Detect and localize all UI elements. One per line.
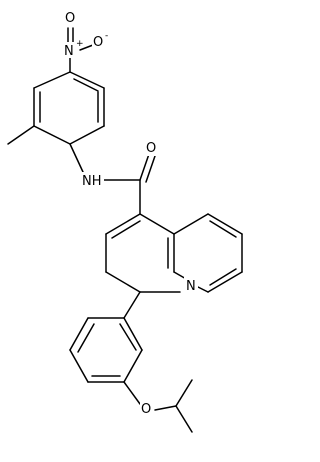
bond-carbonyl-o: [139, 153, 150, 181]
atom-n-quinoline: N: [186, 279, 196, 294]
atom-n-nitro: N: [64, 44, 74, 59]
charge-plus: +: [76, 39, 84, 49]
bonds: [7, 27, 243, 433]
bond-ring1-c: [33, 125, 71, 145]
bond-ring1-f: [69, 71, 105, 89]
label-bg-o-ether: [140, 400, 154, 416]
bond-o-ch: [154, 405, 177, 411]
bond-benzo-1: [173, 213, 209, 235]
label-bg-o-right: [92, 34, 106, 50]
label-bg-o-carbonyl: [145, 140, 159, 156]
bond-ring3-e: [123, 349, 143, 383]
charge-minus: -: [105, 31, 108, 41]
bond-ring1-f-double: [73, 78, 99, 92]
bond-ring1-d: [69, 125, 105, 145]
molecule-structure: N + O O - NH O N O: [7, 10, 243, 433]
bond-methyl: [7, 125, 35, 145]
bond-q-7-double: [111, 220, 141, 239]
label-bg-n-nitro: [62, 42, 78, 58]
bond-q-7: [105, 213, 141, 235]
atom-o-carbonyl: O: [146, 141, 156, 156]
bond-ring3-o: [123, 381, 141, 405]
atom-labels: N + O O - NH O N O: [62, 10, 198, 417]
bond-carbonyl-o-double: [145, 155, 156, 183]
bond-ring3-c: [69, 349, 89, 383]
label-bg-nh: [80, 172, 104, 188]
bond-ring3-b-double: [77, 323, 95, 353]
bond-benzo-4: [207, 271, 243, 293]
atom-nh: NH: [82, 174, 102, 189]
bond-ch-me2: [175, 405, 193, 433]
bond-ring1-a: [33, 71, 71, 89]
atom-o-ether: O: [141, 402, 151, 417]
bond-benzo-4-double: [209, 268, 237, 286]
structure-canvas: N + O O - NH O N O: [7, 10, 243, 433]
bond-q-1: [139, 213, 175, 235]
bond-ring3-f-double: [119, 323, 137, 351]
bond-ring3-f: [123, 317, 143, 351]
bond-q-5: [105, 271, 141, 293]
label-bg-n-quinoline: [184, 277, 198, 293]
bond-ch-me1: [175, 379, 193, 407]
bond-nitro-n-o-right: [79, 44, 94, 51]
atom-o-nitro-top: O: [65, 11, 75, 26]
label-bg-o-top: [63, 10, 77, 26]
atom-o-nitro-right: O: [93, 35, 103, 50]
bond-ring3-b: [69, 317, 89, 351]
bond-ring1-nh: [69, 143, 84, 173]
bond-q-aryl: [123, 291, 141, 319]
bond-benzo-2: [207, 213, 243, 235]
bond-benzo-2-double: [209, 220, 237, 238]
